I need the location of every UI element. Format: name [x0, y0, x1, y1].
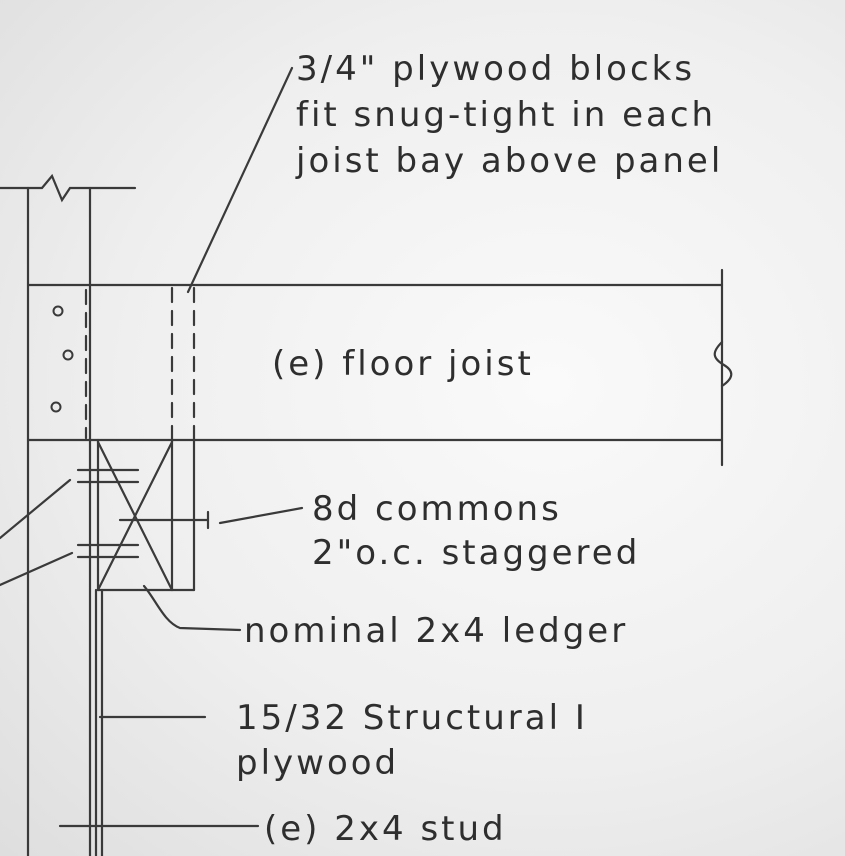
ledger-cross-2 — [96, 440, 174, 592]
leader-left-upper — [0, 478, 72, 540]
leader-left-lower — [0, 551, 74, 587]
linework — [0, 66, 733, 856]
label-nails-line2: 2"o.c. staggered — [312, 533, 640, 573]
joist-break-symbol — [713, 340, 733, 388]
leader-plywood-blocks — [186, 66, 294, 294]
label-sheathing-line1: 15/32 Structural I — [236, 698, 588, 738]
label-plywood-blocks-line2: fit snug-tight in each — [296, 95, 716, 135]
labels: 3/4" plywood blocks fit snug-tight in ea… — [236, 49, 723, 849]
bolt-hole-1 — [52, 305, 64, 317]
leader-nails — [218, 506, 304, 525]
label-sheathing-line2: plywood — [236, 743, 399, 783]
bolt-hole-2 — [62, 349, 74, 361]
top-plate-break-line — [0, 173, 137, 203]
label-plywood-blocks-line1: 3/4" plywood blocks — [296, 49, 695, 89]
label-nails-line1: 8d commons — [312, 489, 562, 529]
leader-ledger — [142, 584, 242, 632]
label-stud: (e) 2x4 stud — [264, 809, 507, 849]
bolt-hole-3 — [50, 401, 62, 413]
label-floor-joist: (e) floor joist — [272, 344, 534, 384]
label-ledger: nominal 2x4 ledger — [244, 611, 628, 651]
label-plywood-blocks-line3: joist bay above panel — [295, 141, 723, 181]
